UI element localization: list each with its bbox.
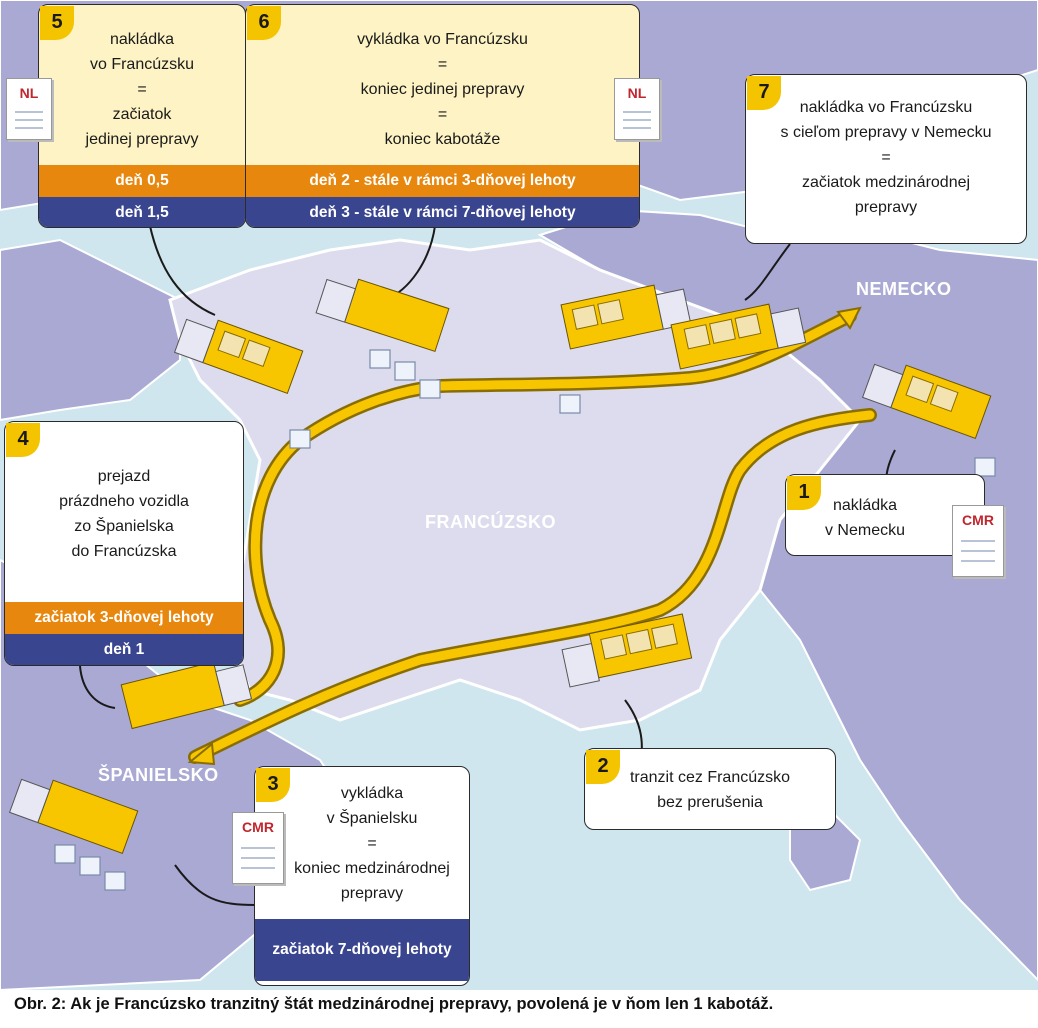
step-2-box: tranzit cez Francúzsko bez prerušenia	[584, 748, 836, 830]
cmr-document-label: CMR	[962, 512, 994, 528]
cmr-document-label: CMR	[242, 819, 274, 835]
step-7-box: nakládka vo Francúzsku s cieľom prepravy…	[745, 74, 1027, 244]
route	[188, 309, 877, 764]
step-6-number-badge: 6	[247, 6, 281, 40]
step-7-number-badge: 7	[747, 76, 781, 110]
truck	[861, 363, 992, 439]
step-3-box: vykládka v Španielsku = koniec medzináro…	[254, 766, 470, 986]
step-6-bar-navy: deň 3 - stále v rámci 7-dňovej lehoty	[246, 197, 639, 227]
cmr-document-icon: CMR	[232, 812, 284, 884]
step-6-text: vykládka vo Francúzsku = koniec jedinej …	[357, 31, 528, 148]
land-west	[0, 238, 181, 422]
country-label-germany: NEMECKO	[856, 279, 952, 299]
truck	[561, 613, 693, 688]
truck	[560, 284, 692, 350]
nl-document-icon: NL	[614, 78, 660, 140]
cmr-document-icon: CMR	[952, 505, 1004, 577]
step-4-bar-navy: deň 1	[5, 634, 243, 665]
step-1-number-badge: 1	[787, 476, 821, 510]
step-5-box: nakládka vo Francúzsku = začiatok jedine…	[38, 4, 246, 228]
step-4-box: prejazd prázdneho vozidla zo Španielska …	[4, 421, 244, 666]
truck	[315, 278, 450, 353]
step-6-bar-orange: deň 2 - stále v rámci 3-dňovej lehoty	[246, 165, 639, 197]
step-4-text: prejazd prázdneho vozidla zo Španielska …	[59, 468, 189, 560]
step-7-text: nakládka vo Francúzsku s cieľom prepravy…	[780, 99, 992, 216]
step-3-bar-navy: začiatok 7-dňovej lehoty	[255, 919, 469, 981]
nl-document-icon: NL	[6, 78, 52, 140]
truck	[120, 661, 253, 730]
step-4-number-badge: 4	[6, 423, 40, 457]
cargo-boxes	[54, 349, 996, 891]
nl-document-label: NL	[627, 85, 647, 101]
step-1-text: nakládka v Nemecku	[824, 497, 906, 539]
step-2-number-badge: 2	[586, 750, 620, 784]
truck	[670, 303, 807, 370]
step-5-bar-orange: deň 0,5	[39, 165, 245, 197]
truck	[8, 778, 139, 854]
step-6-box: vykládka vo Francúzsku = koniec jedinej …	[245, 4, 640, 228]
step-1-box: nakládka v Nemecku	[785, 474, 985, 556]
country-label-france: FRANCÚZSKO	[425, 512, 556, 532]
step-3-number-badge: 3	[256, 768, 290, 802]
step-4-bar-orange: začiatok 3-dňovej lehoty	[5, 602, 243, 634]
step-2-text: tranzit cez Francúzsko bez prerušenia	[629, 769, 791, 811]
route-arrow-spain	[187, 742, 216, 766]
step-3-text: vykládka v Španielsku = koniec medzináro…	[294, 785, 450, 902]
route-arrow-germany	[836, 306, 862, 330]
step-5-number-badge: 5	[40, 6, 74, 40]
step-5-bar-navy: deň 1,5	[39, 197, 245, 227]
figure-caption: Obr. 2: Ak je Francúzsko tranzitný štát …	[14, 995, 774, 1013]
country-label-spain: ŠPANIELSKO	[98, 765, 219, 785]
step-5-text: nakládka vo Francúzsku = začiatok jedine…	[85, 31, 199, 148]
truck	[173, 318, 304, 394]
nl-document-label: NL	[19, 85, 39, 101]
